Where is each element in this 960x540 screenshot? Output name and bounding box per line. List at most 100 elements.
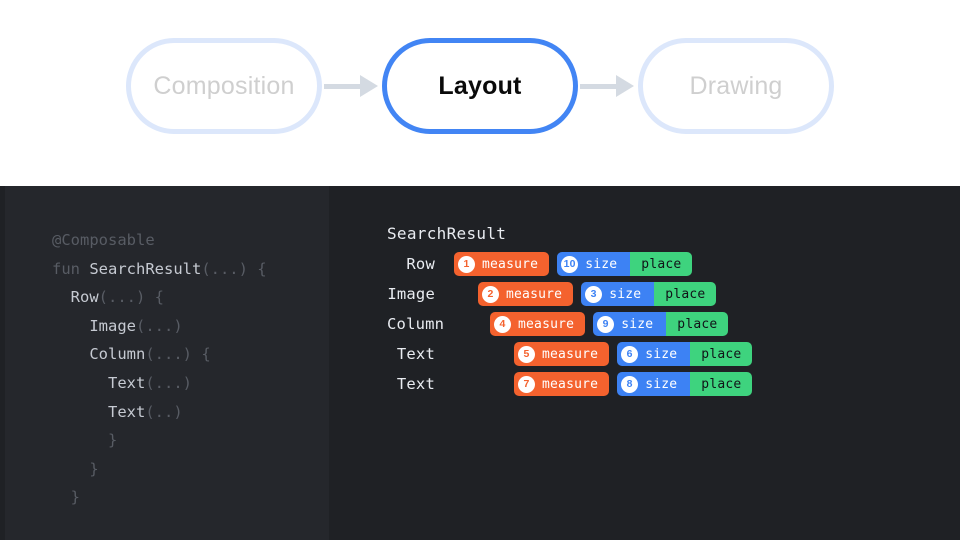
measure-label: measure [542, 376, 599, 392]
code-punctuation: (..) [145, 402, 183, 421]
size-badge[interactable]: 3 size [581, 282, 655, 306]
measure-step-number: 1 [458, 255, 475, 273]
place-label: place [641, 256, 682, 272]
code-identifier: Image [89, 316, 136, 335]
tree-row-badges: 7 measure 8 size place [514, 372, 753, 396]
code-punctuation: } [89, 459, 99, 478]
measure-label: measure [542, 346, 599, 362]
tree-row: Column 4 measure 9 size place [387, 312, 752, 336]
code-line: Row(...) { [52, 283, 267, 312]
size-label: size [585, 256, 618, 272]
measure-step-number: 4 [494, 315, 511, 333]
size-badge[interactable]: 9 size [593, 312, 667, 336]
place-badge[interactable]: place [654, 282, 717, 306]
place-label: place [701, 346, 742, 362]
arrow-shaft [580, 84, 620, 89]
size-step-number: 10 [561, 255, 579, 273]
code-punctuation: } [108, 431, 118, 450]
place-label: place [677, 316, 718, 332]
size-badge[interactable]: 8 size [617, 372, 691, 396]
code-line: } [52, 426, 267, 455]
code-identifier: Column [89, 345, 146, 364]
measure-badge[interactable]: 7 measure [514, 372, 610, 396]
phase-label-layout: Layout [438, 71, 522, 100]
tree-row: Text 5 measure 6 size place [387, 342, 753, 366]
tree-row-label: Row [406, 255, 435, 273]
size-label: size [645, 346, 678, 362]
phase-pill-composition[interactable]: Composition [126, 38, 322, 134]
size-place-badge: 9 size place [593, 312, 729, 336]
phase-label-composition: Composition [153, 71, 295, 100]
phase-row: Composition Layout Drawing [0, 31, 960, 141]
tree-row-label: Image [387, 285, 435, 303]
size-label: size [621, 316, 654, 332]
size-place-badge: 3 size place [581, 282, 717, 306]
code-punctuation: (...) [145, 373, 192, 392]
place-badge[interactable]: place [630, 252, 693, 276]
place-label: place [665, 286, 706, 302]
place-badge[interactable]: place [690, 342, 753, 366]
code-line: fun SearchResult(...) { [52, 255, 267, 284]
tree-row: Row 1 measure 10 size place [387, 252, 752, 276]
measure-label: measure [506, 286, 563, 302]
tree-row-label: Column [387, 315, 445, 333]
arrow-head-icon [616, 75, 634, 97]
measure-badge[interactable]: 5 measure [514, 342, 610, 366]
phase-label-drawing: Drawing [689, 71, 783, 100]
phase-pill-layout[interactable]: Layout [382, 38, 578, 134]
code-identifier: Row [70, 288, 99, 307]
tree-row-label: Text [396, 375, 435, 393]
size-place-badge: 10 size place [557, 252, 693, 276]
measure-label: measure [482, 256, 539, 272]
place-badge[interactable]: place [666, 312, 729, 336]
measure-label: measure [518, 316, 575, 332]
phase-pill-drawing[interactable]: Drawing [638, 38, 834, 134]
tree-row-badges: 5 measure 6 size place [514, 342, 753, 366]
code-line: @Composable [52, 226, 267, 255]
code-identifier: Text [108, 402, 146, 421]
code-punctuation: (...) [136, 316, 183, 335]
code-punctuation: fun [52, 259, 90, 278]
code-line: } [52, 483, 267, 512]
code-punctuation: (...) { [201, 259, 267, 278]
tree-row-badges: 4 measure 9 size place [490, 312, 729, 336]
arrow-layout-to-drawing [578, 75, 638, 97]
size-step-number: 6 [621, 345, 639, 363]
code-line: Text(...) [52, 369, 267, 398]
measure-step-number: 7 [518, 375, 535, 393]
size-place-badge: 6 size place [617, 342, 753, 366]
code-identifier: Text [108, 373, 146, 392]
measure-step-number: 5 [518, 345, 535, 363]
size-label: size [609, 286, 642, 302]
size-step-number: 8 [621, 375, 639, 393]
code-punctuation: (...) { [145, 345, 211, 364]
size-badge[interactable]: 6 size [617, 342, 691, 366]
place-badge[interactable]: place [690, 372, 753, 396]
arrow-composition-to-layout [322, 75, 382, 97]
size-label: size [645, 376, 678, 392]
tree-row-label: Text [396, 345, 435, 363]
size-step-number: 3 [585, 285, 603, 303]
measure-badge[interactable]: 1 measure [454, 252, 550, 276]
code-line: Image(...) [52, 312, 267, 341]
code-line: Text(..) [52, 398, 267, 427]
size-badge[interactable]: 10 size [557, 252, 631, 276]
arrow-head-icon [360, 75, 378, 97]
tree-row: Text 7 measure 8 size place [387, 372, 753, 396]
size-place-badge: 8 size place [617, 372, 753, 396]
tree-title: SearchResult [387, 224, 507, 243]
place-label: place [701, 376, 742, 392]
code-punctuation: (...) { [98, 288, 164, 307]
measure-badge[interactable]: 4 measure [490, 312, 586, 336]
code-panel [5, 186, 329, 540]
size-step-number: 9 [597, 315, 615, 333]
code-line: Column(...) { [52, 340, 267, 369]
